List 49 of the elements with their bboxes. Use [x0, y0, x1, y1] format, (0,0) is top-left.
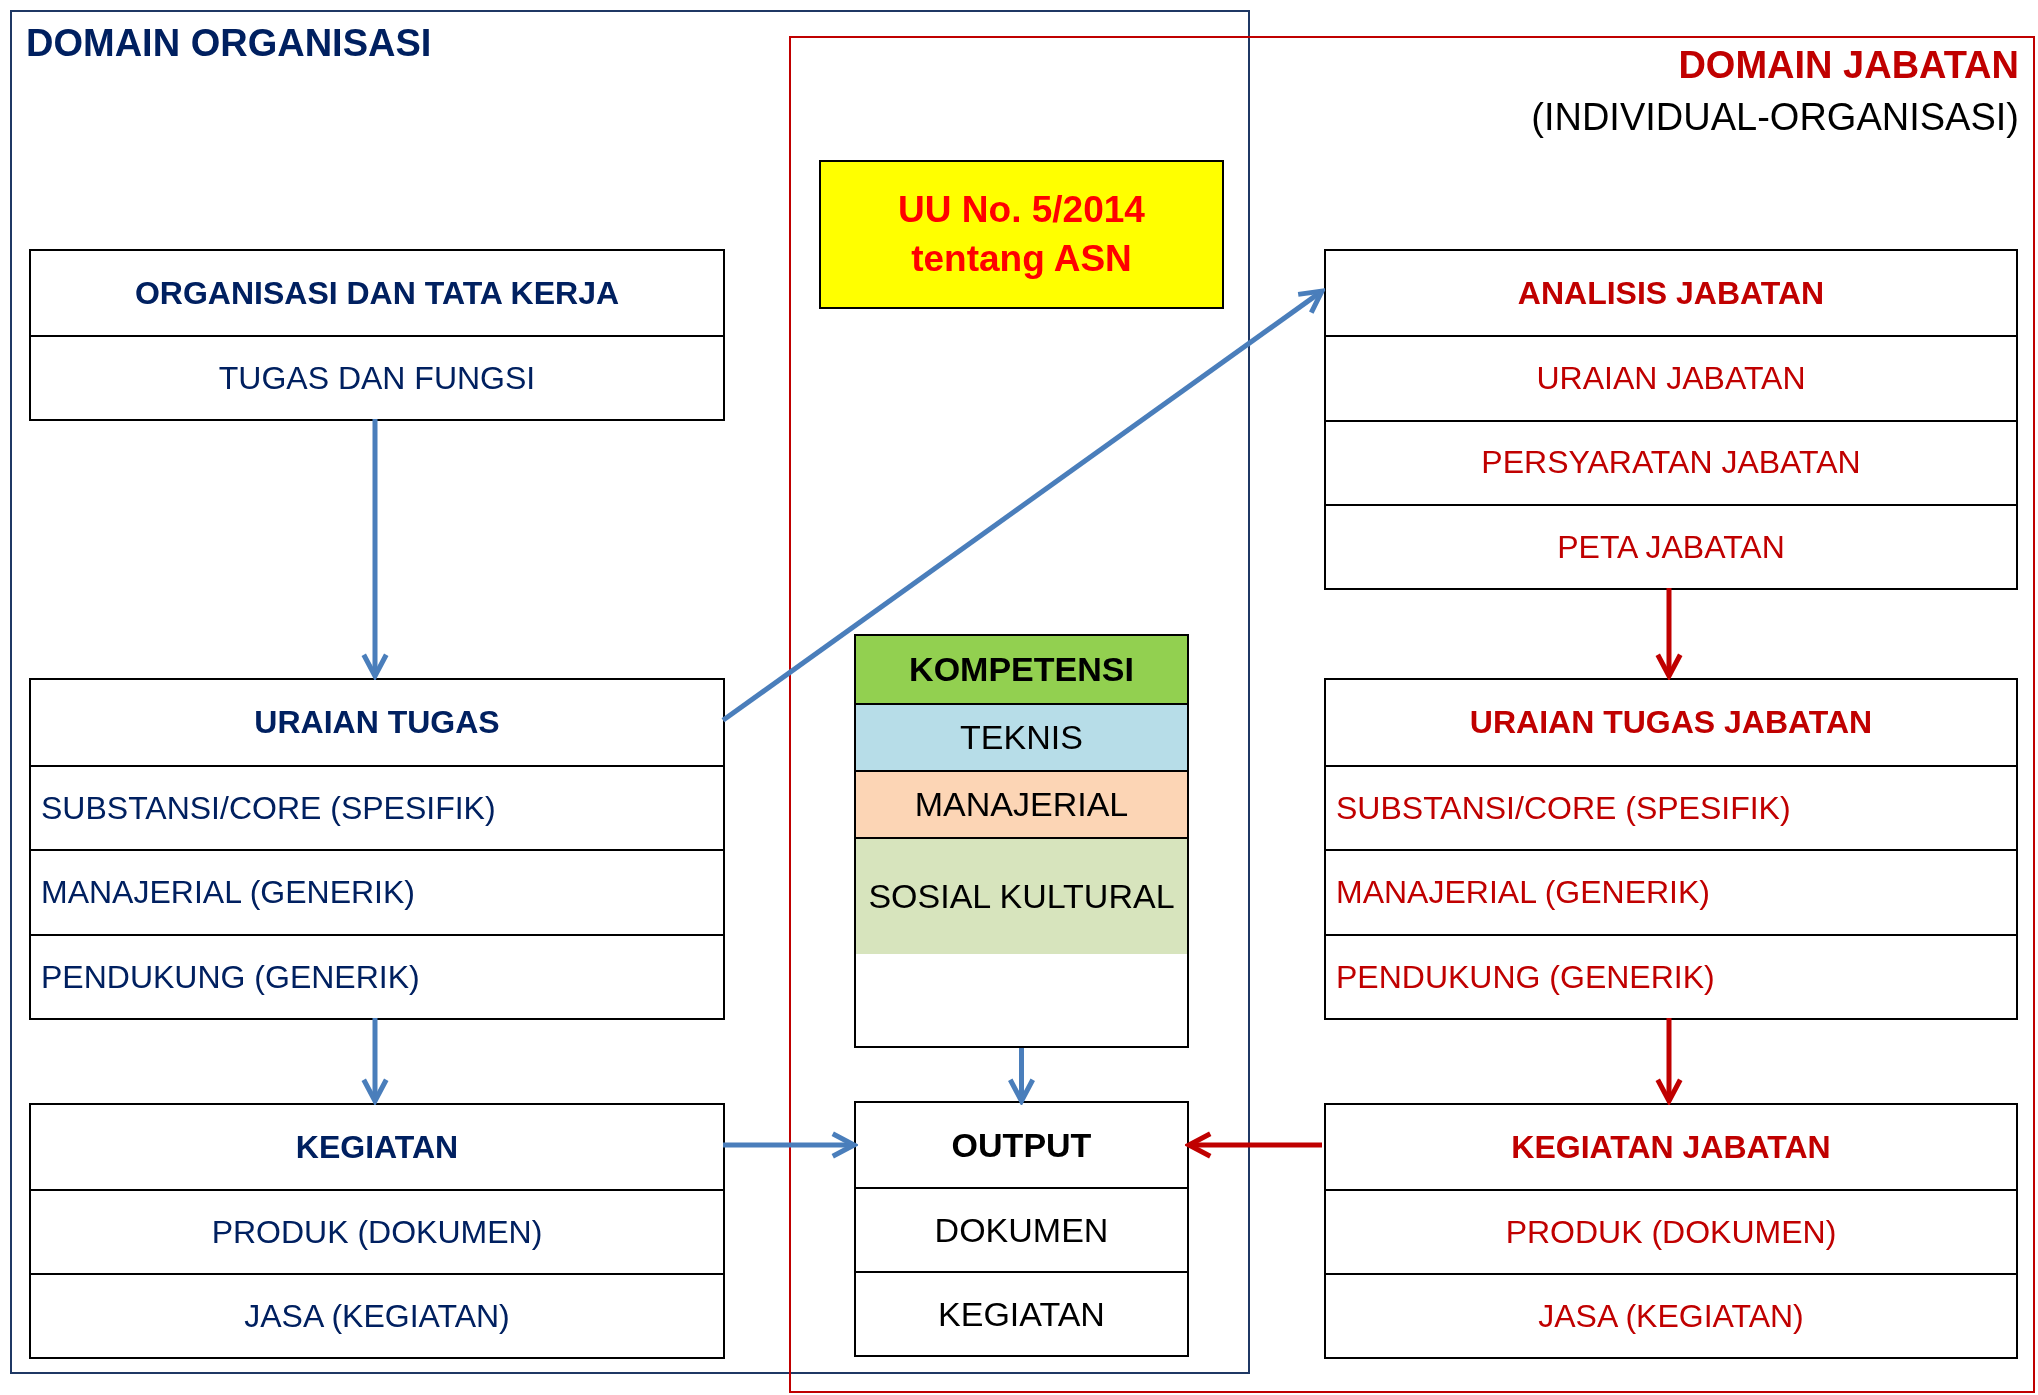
table-box — [29, 678, 725, 1020]
table-row: PENDUKUNG (GENERIK) — [31, 933, 723, 1018]
domain-subtitle: (INDIVIDUAL-ORGANISASI) — [1531, 96, 2019, 139]
table-header: URAIAN TUGAS JABATAN — [1468, 703, 1874, 743]
table-box — [854, 634, 1189, 1048]
table-row: MANAJERIAL (GENERIK) — [31, 849, 723, 934]
table-row: SOSIAL KULTURAL — [856, 837, 1187, 954]
table-header: OUTPUT — [950, 1124, 1093, 1166]
table-box — [1324, 249, 2018, 590]
table-row: PRODUK (DOKUMEN) — [31, 1189, 723, 1273]
table-row: KEGIATAN — [856, 1271, 1187, 1355]
table-box — [29, 1103, 725, 1359]
domain-title: DOMAIN JABATAN — [1678, 44, 2019, 87]
table-row: DOKUMEN — [856, 1187, 1187, 1271]
arrow — [361, 419, 389, 679]
table-row: PENDUKUNG (GENERIK) — [1326, 933, 2016, 1018]
arrow — [1655, 1018, 1683, 1104]
table-header: URAIAN TUGAS — [253, 703, 501, 743]
table-row: SUBSTANSI/CORE (SPESIFIK) — [1326, 764, 2016, 849]
domain-frame — [10, 10, 1250, 1374]
domain-title: DOMAIN ORGANISASI — [26, 22, 432, 65]
table-row: JASA (KEGIATAN) — [31, 1273, 723, 1357]
table-header: KEGIATAN JABATAN — [1510, 1127, 1832, 1167]
table-row: PETA JABATAN — [1326, 503, 2016, 588]
table-box — [1324, 1103, 2018, 1359]
table-row: PERSYARATAN JABATAN — [1326, 419, 2016, 504]
arrow — [1655, 588, 1683, 679]
arrow — [1186, 1131, 1322, 1159]
table-box — [1324, 678, 2018, 1020]
table-header: ANALISIS JABATAN — [1516, 273, 1826, 313]
table-header: KEGIATAN — [294, 1127, 460, 1167]
arrow — [1007, 1048, 1036, 1104]
arrow — [723, 1131, 857, 1159]
table-row: JASA (KEGIATAN) — [1326, 1273, 2016, 1357]
table-row: TEKNIS — [856, 703, 1187, 770]
table-header: ORGANISASI DAN TATA KERJA — [133, 273, 621, 313]
table-row: PRODUK (DOKUMEN) — [1326, 1189, 2016, 1273]
table-box — [854, 1101, 1189, 1357]
table-box — [29, 249, 725, 421]
arrow — [721, 288, 1325, 723]
domain-frame — [789, 36, 2035, 1393]
arrow — [361, 1018, 389, 1104]
table-row: SUBSTANSI/CORE (SPESIFIK) — [31, 764, 723, 849]
table-row: TUGAS DAN FUNGSI — [31, 335, 723, 419]
table-row: MANAJERIAL — [856, 770, 1187, 837]
table-row: MANAJERIAL (GENERIK) — [1326, 849, 2016, 934]
law-note-box: UU No. 5/2014 tentang ASN — [819, 160, 1224, 309]
table-header: KOMPETENSI — [856, 636, 1187, 703]
table-row: URAIAN JABATAN — [1326, 335, 2016, 420]
